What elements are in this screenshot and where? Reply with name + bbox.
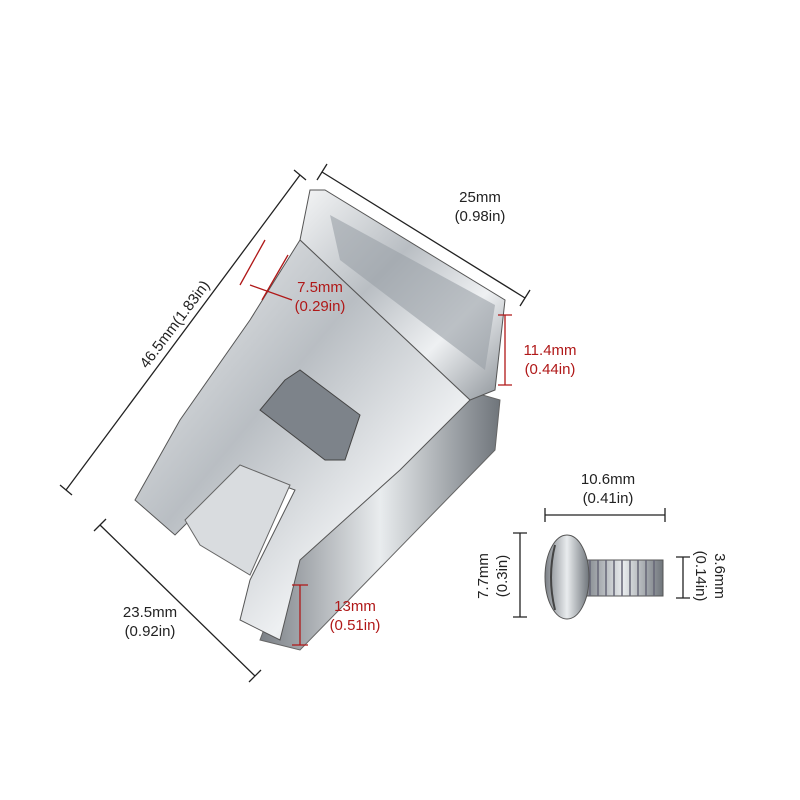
hook-height-label: 13mm (0.51in) [329, 598, 381, 634]
accent-dimension-lines [239, 239, 512, 646]
clip-top-width-label: 25mm (0.98in) [454, 189, 506, 225]
base-width-label: 23.5mm (0.92in) [122, 604, 178, 640]
clip-hook-gap [184, 464, 291, 576]
screw-thread-label: 3.6mm (0.14in) [692, 550, 728, 602]
clip-slot [259, 369, 361, 461]
screw-length-label: 10.6mm (0.41in) [580, 471, 636, 507]
top-height-label: 11.4mm (0.44in) [523, 342, 577, 378]
screw-illustration [544, 534, 664, 620]
dimension-lines [59, 163, 690, 683]
slot-width-label: 7.5mm (0.29in) [294, 279, 346, 315]
screw-head-label: 7.7mm (0.3in) [475, 553, 511, 599]
